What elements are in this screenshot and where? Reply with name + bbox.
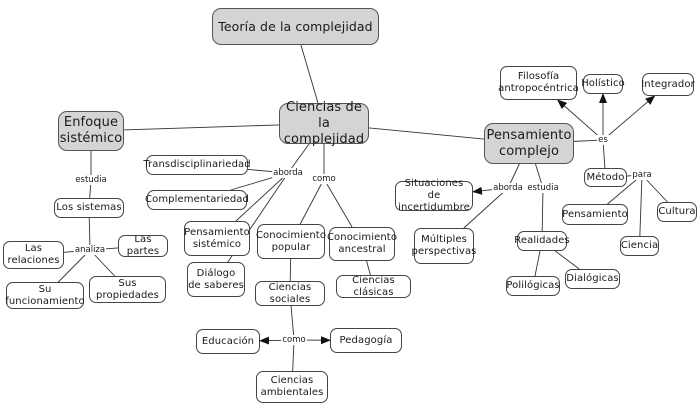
concept-polilogicas: Polilógicas <box>506 276 560 296</box>
link-label-aborda: aborda <box>492 183 524 193</box>
connector-es-filosofia <box>556 99 598 136</box>
concept-enfoque-sistemico: Enfoque sistémico <box>58 111 124 151</box>
concept-dialogicas: Dialógicas <box>565 269 620 289</box>
link-label-estudia: estudia <box>74 175 108 185</box>
connector-para-pensamiento <box>607 179 637 205</box>
concept-transdisciplinariedad: Transdisciplinariedad <box>143 155 251 175</box>
concept-cultura: Cultura <box>657 202 697 222</box>
connector-para-cultura <box>646 179 668 203</box>
link-label-como: como <box>311 174 337 184</box>
connector-como1-conocimiento_ancestral <box>326 183 353 228</box>
link-label-analiza: analiza <box>73 245 107 255</box>
connector-ciencias-aborda1 <box>291 143 310 169</box>
concept-ciencia: Ciencia <box>620 236 659 256</box>
connector-para-ciencia <box>639 179 643 237</box>
connector-ciencias-enfoque <box>123 124 280 131</box>
concept-su-funcionamiento: Su funcionamiento <box>5 282 85 309</box>
concept-dialogo-de-saberes: Diálogo de saberes <box>187 262 245 297</box>
concept-pedagogia: Pedagogía <box>330 328 402 353</box>
connector-estudia1-los_sistemas <box>89 184 92 199</box>
concept-metodo: Método <box>584 168 627 187</box>
concept-las-partes: Las partes <box>118 234 168 257</box>
connector-pensamiento_complejo-es <box>573 139 598 142</box>
link-label-como: como <box>281 335 307 345</box>
connector-analiza-las_relaciones <box>63 250 74 253</box>
connector-estudia2-realidades <box>541 192 544 232</box>
connector-es-integrador <box>608 95 656 136</box>
connector-aborda2-multiples <box>463 192 503 229</box>
link-label-aborda: aborda <box>272 168 304 178</box>
concept-ciencias-sociales: Ciencias sociales <box>255 281 325 306</box>
concept-realidades: Realidades <box>514 231 570 251</box>
concept-pensamiento: Pensamiento <box>562 204 628 225</box>
concept-educacion: Educación <box>196 329 260 354</box>
link-label-estudia: estudia <box>526 183 560 193</box>
concept-multiples-perspectivas: Múltiples perspectivas <box>412 228 476 264</box>
connector-aborda1-complementariedad <box>230 177 273 191</box>
concept-los-sistemas: Los sistemas <box>54 198 124 218</box>
connector-los_sistemas-analiza <box>88 217 91 246</box>
concept-ciencias-clasicas: Ciencias clásicas <box>336 275 411 298</box>
concept-integrador: Integrador <box>641 73 695 96</box>
connector-como1-conocimiento_popular <box>299 183 322 225</box>
connector-aborda1-pensamiento_sistemico <box>235 177 283 222</box>
connector-es-metodo <box>602 144 606 169</box>
concept-teoria-de-la-complejidad: Teoría de la complejidad <box>212 8 379 45</box>
concept-complementariedad: Complementariedad <box>145 190 249 210</box>
concept-holistico: Holístico <box>581 74 625 94</box>
concept-filosofia-antropocentrica: Filosofía antropocéntrica <box>498 66 579 100</box>
connector-pensamiento_complejo-aborda2 <box>509 163 520 184</box>
connector-ciencias_sociales-como2 <box>290 305 295 336</box>
connector-analiza-las_partes <box>106 247 119 250</box>
connector-analiza-su_funcionamiento <box>58 254 86 283</box>
connector-aborda1-transdisciplinariedad <box>247 169 273 173</box>
connector-como2-ciencias_ambientales <box>292 344 295 372</box>
concept-ciencias-de-la-complejidad: Ciencias de la complejidad <box>279 100 369 147</box>
connector-realidades-dialogicas <box>555 250 580 270</box>
link-label-para: para <box>631 170 653 180</box>
link-label-es: es <box>597 135 609 145</box>
concept-pensamiento-complejo: Pensamiento complejo <box>484 123 574 164</box>
connector-teoria-ciencias <box>300 44 319 104</box>
concept-conocimiento-popular: Conocimiento popular <box>256 224 326 259</box>
connector-conocimiento_ancestral-ciencias_clasicas <box>366 260 371 276</box>
concept-pensamiento-sistemico: Pensamiento sistémico <box>184 221 250 256</box>
concept-las-relaciones: Las relaciones <box>3 241 64 269</box>
concept-situaciones-de-incertidumbre: Situaciones de incertidumbre <box>395 178 473 213</box>
concept-conocimiento-ancestral: Conocimiento ancestral <box>327 227 397 261</box>
concept-ciencias-ambientales: Ciencias ambientales <box>256 371 328 403</box>
concept-sus-propiedades: Sus propiedades <box>89 276 166 303</box>
connector-ciencias-pensamiento_complejo <box>368 127 485 140</box>
connector-analiza-sus_propiedades <box>94 254 116 277</box>
connector-aborda2-situaciones <box>472 186 493 195</box>
connector-pensamiento_complejo-estudia2 <box>535 163 542 184</box>
connector-realidades-polilogicas <box>534 250 541 277</box>
